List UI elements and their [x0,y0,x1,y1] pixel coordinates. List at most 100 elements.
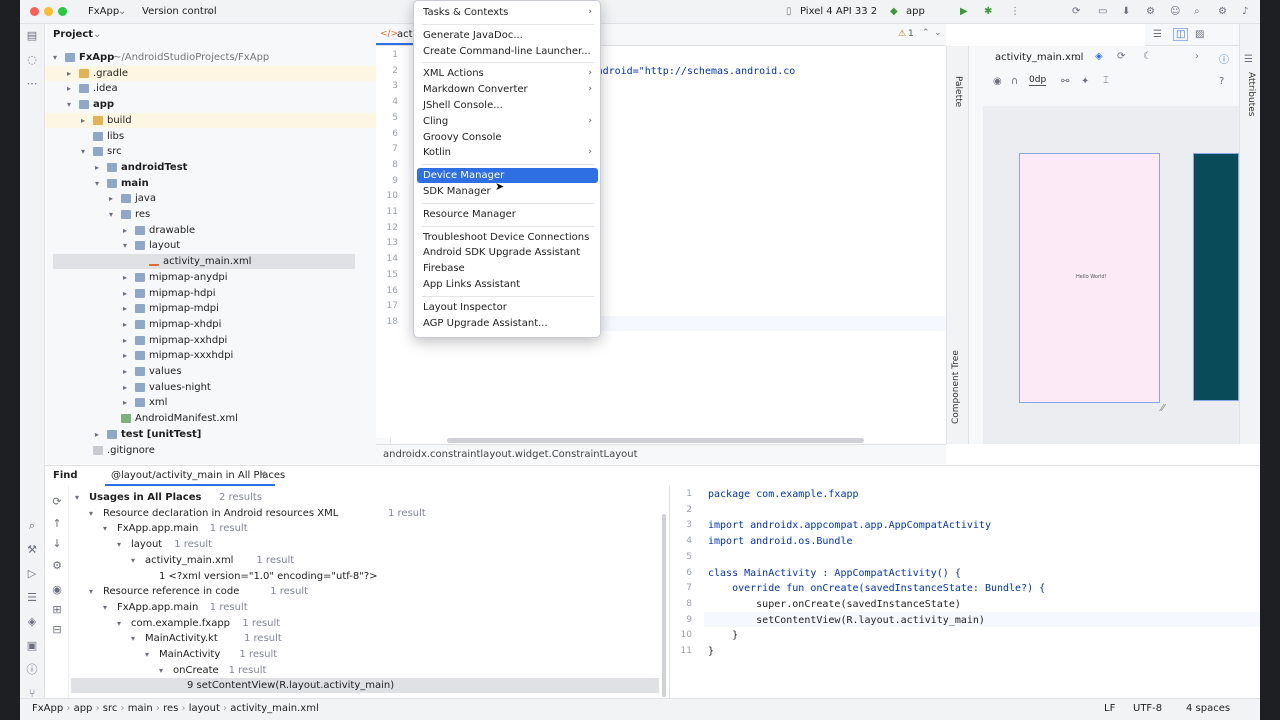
debug-icon[interactable]: ✱ [984,6,993,17]
tree-item[interactable]: ▸build [45,112,391,128]
menu-item[interactable]: App Links Assistant [417,277,598,292]
menu-item[interactable]: Groovy Console [417,130,598,145]
menu-item[interactable]: Firebase [417,261,598,276]
close-window-button[interactable] [30,7,39,16]
minimize-window-button[interactable] [44,7,53,16]
design-surface-icon[interactable]: ◈ [1095,51,1103,62]
hello-world-text[interactable]: Hello World! [1076,274,1107,280]
tree-item[interactable]: ▸.gradle [45,65,391,81]
run-config-selector[interactable]: app [906,6,925,17]
find-result-row[interactable]: 1 <?xml version="1.0" encoding="utf-8"?> [71,569,659,584]
tree-item[interactable]: AndroidManifest.xml [45,411,391,426]
indent-setting[interactable]: 4 spaces [1186,703,1231,714]
attributes-icon[interactable]: ☰ [1244,54,1253,65]
menu-item[interactable]: Tasks & Contexts› [417,5,598,20]
warning-icon[interactable]: ⚠ [898,29,907,39]
tree-item[interactable]: ▸xml [45,395,391,410]
more-tools-icon[interactable]: ⋯ [26,77,38,90]
design-view-icon[interactable]: ▨ [1195,29,1205,40]
vcs-selector[interactable]: Version control [142,6,217,17]
design-canvas[interactable]: Hello World! ⁄⁄ [983,106,1239,444]
profile-icon[interactable]: ☺ [1170,6,1181,17]
chevron-up-icon[interactable]: ⌃ [922,28,930,38]
chevron-right-icon[interactable]: ▸ [123,272,128,282]
filter-icon[interactable]: ⊟ [52,623,62,636]
chevron-right-icon[interactable]: › [1195,51,1199,62]
tree-item[interactable]: ▸mipmap-xhdpi [45,317,391,332]
preview-code-line[interactable]: import android.os.Bundle [708,536,853,548]
close-tab-icon[interactable]: ✕ [259,470,267,480]
chevron-down-icon[interactable]: ▾ [103,602,108,612]
preview-code-line[interactable]: } [708,630,739,642]
chevron-down-icon[interactable]: ▾ [95,178,100,188]
breadcrumb-item[interactable]: layout [188,703,220,714]
preview-code-line[interactable]: setContentView(R.layout.activity_main) [708,614,985,626]
chevron-down-icon[interactable]: ▾ [131,555,136,565]
file-encoding[interactable]: UTF-8 [1133,703,1163,714]
find-result-row[interactable]: ▾Resource declaration in Android resourc… [71,506,659,521]
chevron-down-icon[interactable]: ⌄ [93,29,102,40]
group-icon[interactable]: ⊞ [52,603,62,616]
menu-item[interactable]: Create Command-line Launcher... [417,44,598,59]
blueprint-preview[interactable] [1193,153,1239,401]
next-icon[interactable]: ↓ [52,537,62,550]
chevron-down-icon[interactable]: ▾ [117,618,122,628]
editor-horizontal-scrollbar[interactable] [447,438,864,443]
tree-item[interactable]: ▸mipmap-anydpi [45,270,391,285]
menu-item[interactable]: Generate JavaDoc... [417,28,598,43]
tree-item[interactable]: ▾src [45,144,391,159]
attributes-tab[interactable]: Attributes [1246,72,1256,117]
infer-constraints-icon[interactable]: ✦ [1081,76,1090,87]
code-view-icon[interactable]: ☰ [1153,29,1162,40]
tree-item[interactable]: ▾app [45,97,391,112]
chevron-right-icon[interactable]: ▸ [123,367,128,376]
chevron-down-icon[interactable]: ▾ [159,665,164,675]
chevron-right-icon[interactable]: ▸ [81,115,86,125]
tree-item[interactable]: ▸java [45,191,391,206]
search-icon[interactable]: ⌕ [1194,6,1200,17]
guidelines-icon[interactable]: ⌶ [1103,75,1109,86]
rerun-icon[interactable]: ⟳ [52,495,62,508]
preview-code-line[interactable]: } [708,646,715,657]
breadcrumb-item[interactable]: main [127,703,153,714]
chevron-right-icon[interactable]: ▸ [123,335,128,345]
line-separator[interactable]: LF [1104,703,1116,714]
run-icon[interactable]: ▶ [960,6,968,17]
more-icon[interactable]: ⋮ [1010,6,1020,17]
help-icon[interactable]: ? [1219,76,1225,87]
preview-code-line[interactable]: override fun onCreate(savedInstanceState… [708,583,1046,595]
menu-item[interactable]: AGP Upgrade Assistant... [417,316,598,331]
menu-item[interactable]: XML Actions› [417,66,598,81]
find-result-row[interactable]: 9 setContentView(R.layout.activity_main) [71,678,659,694]
orientation-icon[interactable]: ⟳ [1117,51,1126,62]
tree-item[interactable]: ▸values [45,364,391,379]
preview-icon[interactable]: ◉ [52,583,62,596]
component-tree-tab[interactable]: Component Tree [951,350,961,424]
menu-item[interactable]: Markdown Converter› [417,82,598,97]
find-tab[interactable]: @layout/activity_main in All Places [111,470,286,481]
menu-item[interactable]: JShell Console... [417,98,598,113]
magnet-icon[interactable]: ∩ [1011,76,1019,87]
breadcrumb-item[interactable]: FxApp [32,703,64,714]
settings-icon[interactable]: ⚙ [1218,6,1227,17]
editor-breadcrumb[interactable]: androidx.constraintlayout.widget.Constra… [383,449,638,460]
chevron-down-icon[interactable]: ▾ [89,587,94,597]
tree-item[interactable]: ▸mipmap-mdpi [45,301,391,316]
tree-item[interactable]: ▾res [45,207,391,222]
menu-item[interactable]: SDK Manager [417,184,598,199]
chevron-right-icon[interactable]: ▸ [95,429,100,439]
logcat-tool-icon[interactable]: ☰ [27,591,37,604]
info-icon[interactable]: ⓘ [1219,55,1229,66]
commit-tool-icon[interactable]: ◌ [27,53,37,66]
chevron-down-icon[interactable]: ▾ [117,540,122,550]
clear-constraints-icon[interactable]: ⚯ [1061,76,1070,87]
menu-item[interactable]: Cling› [417,114,598,129]
